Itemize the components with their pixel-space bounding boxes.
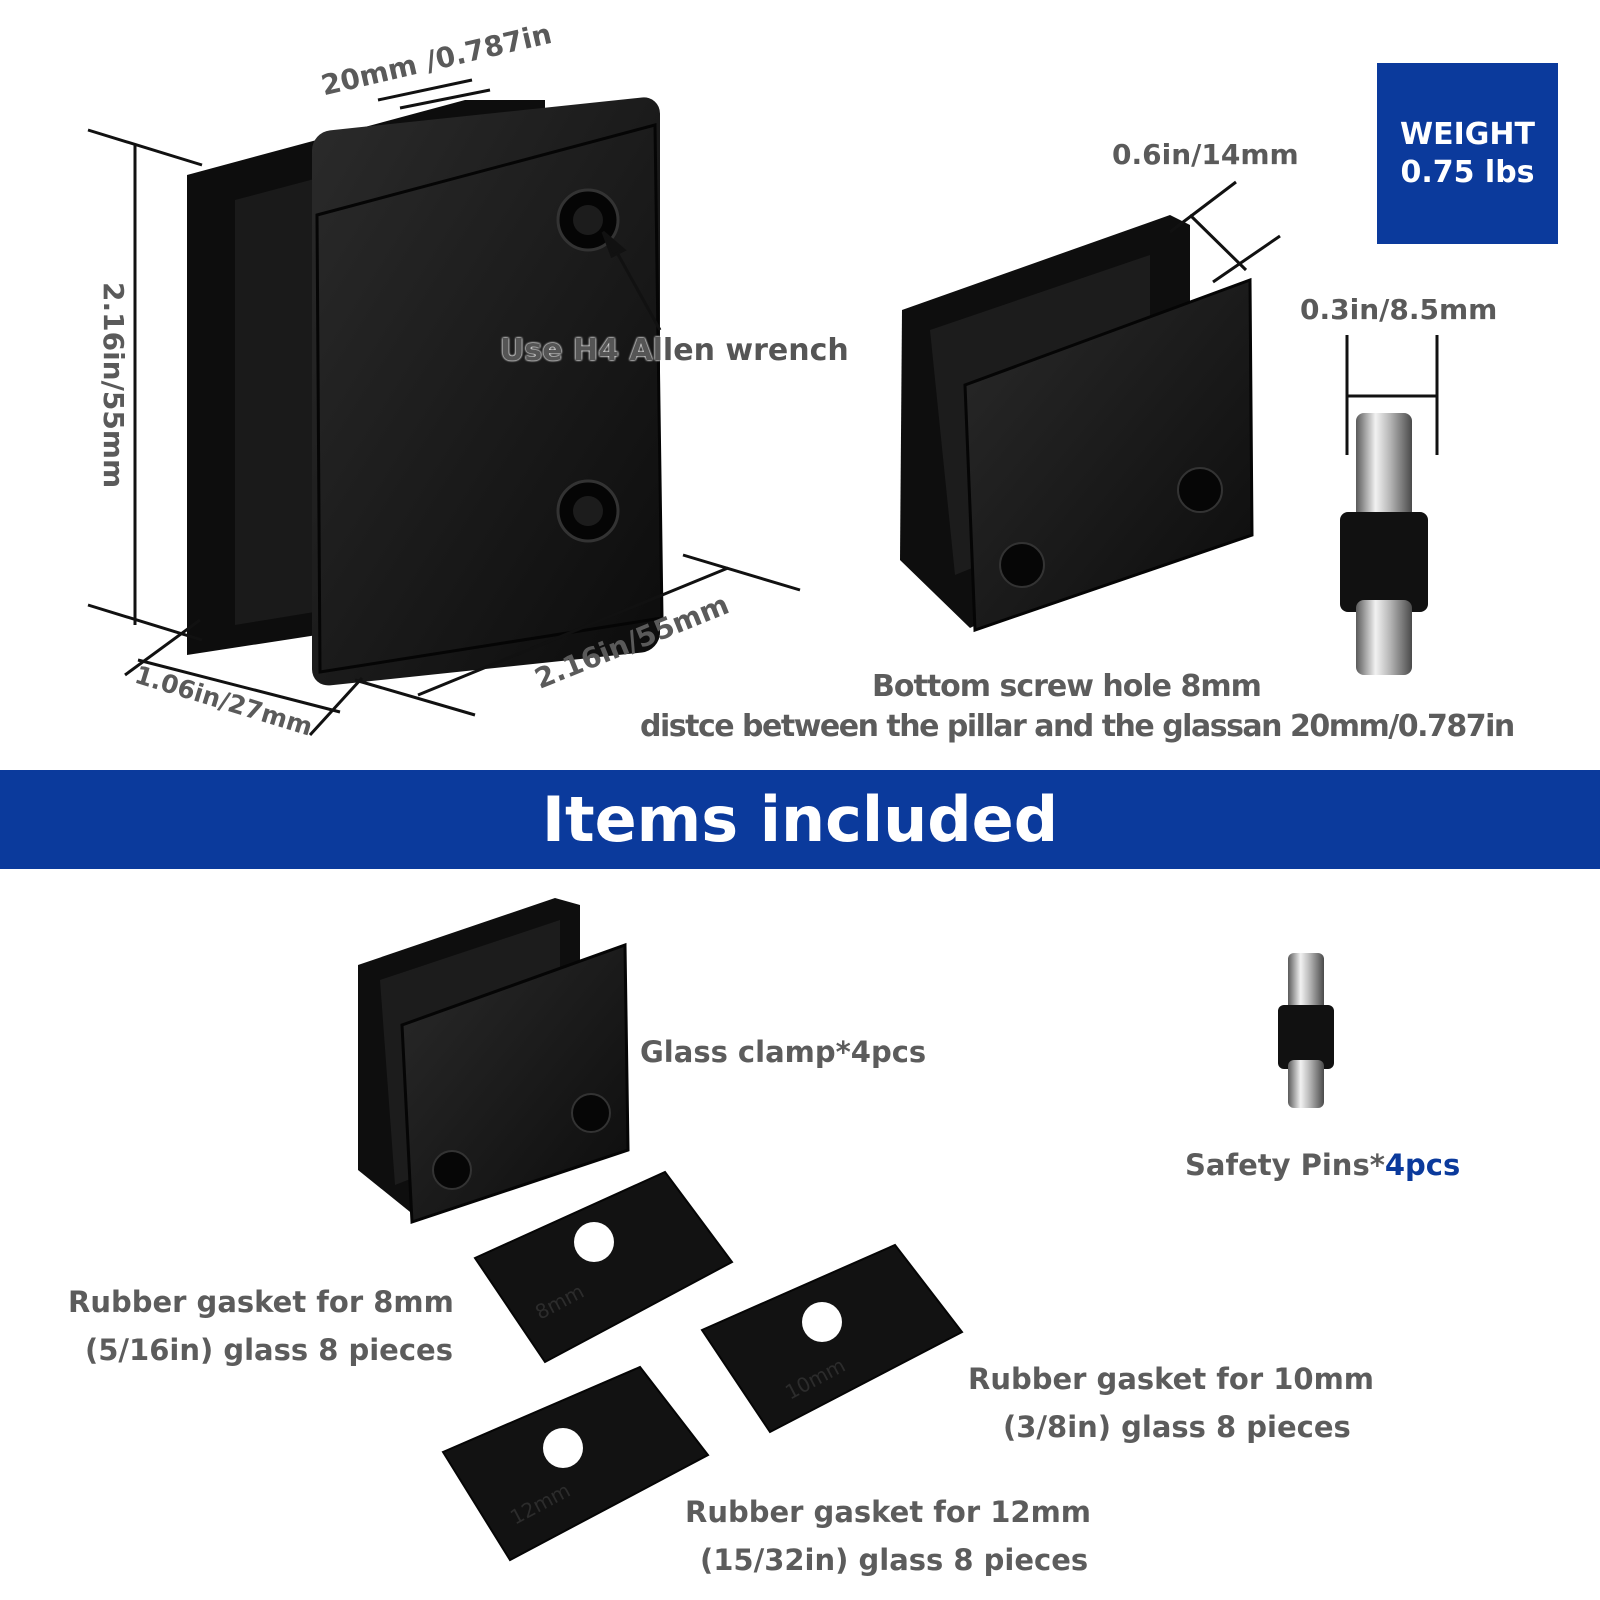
gasket-12mm-image: 12mm xyxy=(441,1365,710,1562)
glass-clamp-label: Glass clamp*4pcs xyxy=(640,1035,927,1069)
pin-image xyxy=(1340,413,1428,675)
gasket-8mm-label-line2: (5/16in) glass 8 pieces xyxy=(85,1333,453,1367)
items-included-banner: Items included xyxy=(0,770,1600,869)
pin-dimension-lines xyxy=(1345,335,1439,455)
gasket-8mm-label-line1: Rubber gasket for 8mm xyxy=(68,1285,454,1319)
big-clamp-dimension-lines xyxy=(87,78,801,737)
gasket-12mm-label-line2: (15/32in) glass 8 pieces xyxy=(700,1543,1089,1577)
dim-slot-label: 0.6in/14mm xyxy=(1112,138,1299,171)
weight-value: 0.75 lbs xyxy=(1400,154,1535,190)
small-clamp-dimension-lines xyxy=(1169,180,1281,284)
dim-pin-label: 0.3in/8.5mm xyxy=(1300,293,1498,326)
gasket-8mm-image: 8mm xyxy=(473,1170,734,1364)
gasket-10mm-label-line1: Rubber gasket for 10mm xyxy=(968,1362,1375,1396)
safety-pins-count: 4pcs xyxy=(1384,1148,1461,1182)
weight-title: WEIGHT xyxy=(1400,116,1535,152)
gasket-12mm-label-line1: Rubber gasket for 12mm xyxy=(685,1495,1092,1529)
big-clamp-image xyxy=(187,97,664,686)
bottom-screw-note: Bottom screw hole 8mm xyxy=(872,669,1262,704)
safety-pins-prefix: Safety Pins* xyxy=(1185,1148,1385,1182)
weight-badge: WEIGHT 0.75 lbs xyxy=(1377,63,1558,244)
pillar-distance-note: distce between the pillar and the glassa… xyxy=(640,709,1515,744)
dim-height-label: 2.16in/55mm xyxy=(97,282,130,489)
items-included-title: Items included xyxy=(541,783,1059,856)
small-clamp-image xyxy=(900,215,1254,633)
wrench-note: Use H4 Allen wrench xyxy=(500,333,849,368)
gasket-10mm-label-line2: (3/8in) glass 8 pieces xyxy=(1003,1410,1351,1444)
safety-pins-label: Safety Pins*4pcs xyxy=(1185,1148,1460,1182)
item-safety-pin-image xyxy=(1278,953,1334,1108)
gasket-10mm-image: 10mm xyxy=(700,1243,964,1434)
item-glass-clamp-image xyxy=(358,898,630,1225)
